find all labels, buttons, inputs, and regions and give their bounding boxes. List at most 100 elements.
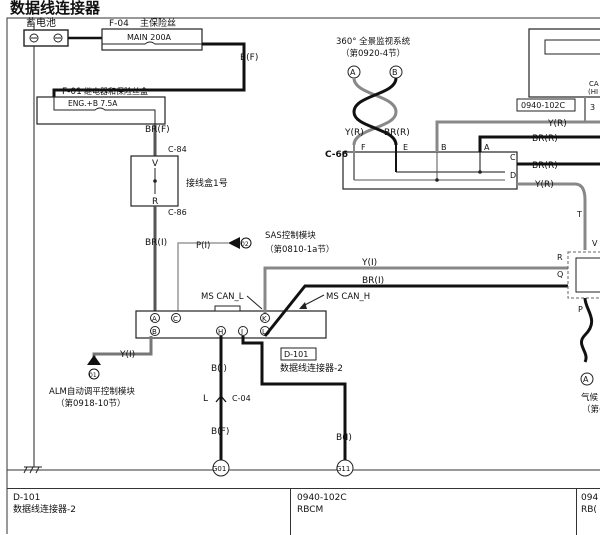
ground-icon — [23, 466, 42, 474]
svg-text:（第0810-1a节）: （第0810-1a节） — [265, 244, 334, 255]
svg-text:B: B — [392, 68, 398, 77]
footer-rbcm-id: 0940-102C — [297, 493, 347, 503]
svg-text:01: 01 — [89, 372, 97, 379]
svg-text:3: 3 — [590, 103, 595, 112]
camera-system: 360° 全景监视系统 （第0920-4节） A B Y(R) BR(R) — [336, 36, 411, 146]
svg-text:（第0918-10节）: （第0918-10节） — [56, 398, 126, 409]
svg-text:Y(I): Y(I) — [119, 350, 135, 360]
svg-text:D-101: D-101 — [284, 350, 308, 359]
battery: 蓄电池 — [23, 16, 102, 467]
alm-module: Y(I) 01 ALM自动调平控制模块 （第0918-10节） — [49, 336, 153, 409]
svg-text:（第(: （第( — [582, 404, 600, 415]
svg-text:BR(R): BR(R) — [532, 161, 558, 171]
svg-text:BR(I): BR(I) — [362, 276, 384, 286]
svg-text:A: A — [152, 315, 157, 323]
svg-text:G11: G11 — [336, 465, 350, 473]
svg-text:ALM自动调平控制模块: ALM自动调平控制模块 — [49, 386, 135, 397]
svg-text:V: V — [152, 159, 159, 169]
svg-text:Y(R): Y(R) — [344, 128, 364, 138]
footer-dlc-id: D-101 — [13, 493, 41, 503]
svg-text:C-66: C-66 — [325, 150, 348, 160]
svg-text:主保险丝: 主保险丝 — [140, 17, 176, 29]
footer-cell-extra: 094 RB( — [577, 489, 600, 535]
footer-dlc-name: 数据线连接器-2 — [13, 505, 76, 515]
footer-rbcm-name: RBCM — [297, 505, 324, 515]
junction-box: 接线盒1号 V R C-84 C-86 BR(I) — [130, 145, 228, 311]
svg-text:0940-102C: 0940-102C — [521, 101, 566, 110]
svg-text:J: J — [240, 328, 243, 336]
right-connectors: T V R Q P A 气候 （第( — [557, 210, 600, 415]
svg-text:C: C — [510, 153, 516, 162]
svg-text:B(I): B(I) — [211, 364, 227, 374]
ground-path-g11: D-101 数据线连接器-2 B(I) G11 — [241, 336, 354, 477]
svg-text:B: B — [152, 328, 157, 336]
svg-text:V: V — [592, 239, 598, 248]
svg-text:C-86: C-86 — [168, 208, 187, 217]
svg-text:Y(R): Y(R) — [534, 180, 554, 190]
svg-text:（第0920-4节）: （第0920-4节） — [341, 48, 405, 59]
svg-text:BR(R): BR(R) — [532, 134, 558, 144]
svg-text:02: 02 — [241, 241, 249, 248]
svg-text:360° 全景监视系统: 360° 全景监视系统 — [336, 36, 411, 47]
svg-text:B(F): B(F) — [211, 427, 229, 437]
svg-text:CA: CA — [589, 80, 599, 88]
svg-text:ENG.+B 7.5A: ENG.+B 7.5A — [68, 99, 118, 108]
svg-text:H: H — [218, 328, 223, 336]
page-title: 数据线连接器 — [10, 0, 101, 17]
svg-text:气候: 气候 — [581, 392, 599, 403]
svg-text:A: A — [350, 68, 356, 77]
svg-text:C-84: C-84 — [168, 145, 187, 154]
svg-text:C-04: C-04 — [232, 394, 251, 403]
svg-text:数据线连接器-2: 数据线连接器-2 — [280, 362, 343, 374]
svg-text:E: E — [403, 143, 408, 152]
battery-label: 蓄电池 — [26, 16, 56, 29]
diagram-frame — [6, 17, 600, 534]
svg-text:L: L — [262, 328, 266, 336]
svg-text:F-04: F-04 — [109, 19, 129, 29]
footer-extra-name: RB( — [581, 505, 597, 515]
svg-text:BR(I): BR(I) — [145, 238, 167, 248]
main-fuse: F-04 主保险丝 MAIN 200A B(F) — [52, 17, 258, 97]
wire-bri-mid — [263, 284, 568, 337]
svg-text:继电器和保险丝盒: 继电器和保险丝盒 — [84, 86, 148, 96]
svg-text:P(I): P(I) — [196, 241, 210, 251]
svg-text:L: L — [203, 394, 208, 404]
svg-text:Q: Q — [557, 270, 563, 279]
svg-text:B(F): B(F) — [240, 53, 258, 63]
relay-fuse-box: F-01 继电器和保险丝盒 ENG.+B 7.5A BR(F) — [36, 86, 170, 156]
svg-text:BR(F): BR(F) — [145, 125, 170, 135]
footer-cell-dlc: D-101 数据线连接器-2 — [7, 489, 291, 535]
svg-text:(HI: (HI — [588, 88, 598, 96]
svg-text:D: D — [510, 171, 516, 180]
svg-text:T: T — [576, 210, 582, 219]
footer-cell-rbcm: 0940-102C RBCM — [291, 489, 577, 535]
svg-text:R: R — [557, 253, 563, 262]
svg-text:MS CAN_L: MS CAN_L — [201, 292, 244, 302]
svg-text:SAS控制模块: SAS控制模块 — [265, 230, 316, 241]
svg-text:A: A — [484, 143, 490, 152]
svg-text:P: P — [578, 305, 583, 314]
svg-text:F-01: F-01 — [62, 87, 82, 97]
svg-text:F: F — [361, 143, 366, 152]
footer-extra-id: 094 — [581, 493, 599, 503]
svg-text:Y(I): Y(I) — [361, 258, 377, 268]
svg-text:G01: G01 — [212, 465, 226, 473]
sas-module: SAS控制模块 （第0810-1a节） P(I) 02 — [177, 230, 334, 311]
c66-connector: C-66 F E B A C D Y(R) BR(R) BR(R) Y(R) — [325, 119, 600, 250]
svg-text:K: K — [262, 315, 267, 323]
svg-text:MAIN 200A: MAIN 200A — [127, 33, 172, 42]
svg-text:R: R — [152, 197, 158, 207]
svg-text:接线盒1号: 接线盒1号 — [186, 177, 228, 189]
svg-text:Y(R): Y(R) — [547, 119, 567, 129]
data-link-connector: A C K B H J L MS CAN_L MS CAN_H — [135, 292, 370, 339]
footer-table: D-101 数据线连接器-2 0940-102C RBCM 094 RB( — [7, 488, 600, 535]
svg-text:B: B — [441, 143, 447, 152]
wire-yi-mid — [263, 266, 568, 313]
svg-text:C: C — [173, 315, 178, 323]
ground-path-g01: B(I) L C-04 B(F) G01 — [203, 336, 251, 477]
rbcm-module: CA (HI 0940-102C 3 — [516, 28, 600, 122]
svg-text:A: A — [583, 375, 589, 384]
svg-text:MS CAN_H: MS CAN_H — [326, 292, 370, 302]
svg-text:BR(R): BR(R) — [384, 128, 410, 138]
